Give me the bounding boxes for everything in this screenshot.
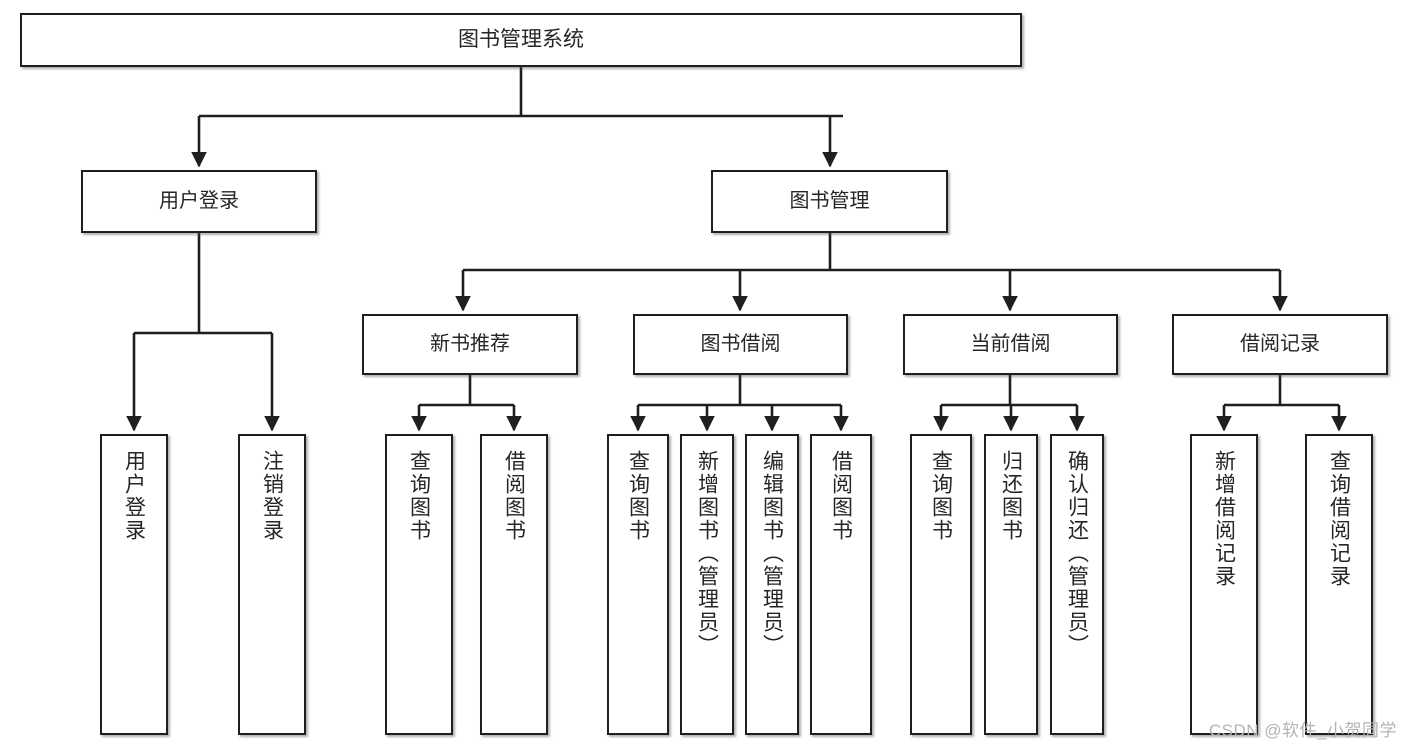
node-current-borrow[interactable]: 当前借阅 <box>903 314 1118 375</box>
node-label: 确认归还（管理员） <box>1065 450 1089 657</box>
node-label: 用户登录 <box>159 190 239 213</box>
node-label: 用户登录 <box>122 450 146 542</box>
node-leaf-query-book-2[interactable]: 查询图书 <box>607 434 669 735</box>
node-label: 借阅图书 <box>829 450 853 542</box>
node-label: 查询图书 <box>929 450 953 542</box>
node-label: 编辑图书（管理员） <box>760 450 784 657</box>
node-leaf-query-book-1[interactable]: 查询图书 <box>385 434 453 735</box>
node-user-login[interactable]: 用户登录 <box>81 170 317 233</box>
node-leaf-return-book[interactable]: 归还图书 <box>984 434 1038 735</box>
node-book-manage[interactable]: 图书管理 <box>711 170 948 233</box>
node-label: 借阅图书 <box>502 450 526 542</box>
node-label: 图书管理 <box>789 190 870 213</box>
node-root[interactable]: 图书管理系统 <box>20 13 1022 67</box>
node-label: 归还图书 <box>999 450 1023 542</box>
node-label: 新书推荐 <box>430 333 510 356</box>
node-label: 图书管理系统 <box>458 28 584 52</box>
node-label: 查询图书 <box>626 450 650 542</box>
node-leaf-add-record[interactable]: 新增借阅记录 <box>1190 434 1258 735</box>
node-leaf-logout[interactable]: 注销登录 <box>238 434 306 735</box>
node-label: 借阅记录 <box>1240 333 1320 356</box>
node-borrow-record[interactable]: 借阅记录 <box>1172 314 1388 375</box>
node-leaf-edit-book[interactable]: 编辑图书（管理员） <box>745 434 799 735</box>
node-label: 查询图书 <box>407 450 431 542</box>
node-label: 查询借阅记录 <box>1327 450 1351 588</box>
node-label: 新增图书（管理员） <box>695 450 719 657</box>
node-leaf-borrow-book-1[interactable]: 借阅图书 <box>480 434 548 735</box>
node-leaf-user-login[interactable]: 用户登录 <box>100 434 168 735</box>
node-new-book-recommend[interactable]: 新书推荐 <box>362 314 578 375</box>
node-leaf-borrow-book-2[interactable]: 借阅图书 <box>810 434 872 735</box>
watermark: CSDN @软件_小贺同学 <box>1208 721 1397 740</box>
node-leaf-query-book-3[interactable]: 查询图书 <box>910 434 972 735</box>
node-leaf-query-record[interactable]: 查询借阅记录 <box>1305 434 1373 735</box>
node-book-borrow[interactable]: 图书借阅 <box>633 314 848 375</box>
node-label: 图书借阅 <box>700 333 781 356</box>
node-leaf-confirm-return[interactable]: 确认归还（管理员） <box>1050 434 1104 735</box>
node-label: 当前借阅 <box>970 333 1051 356</box>
node-leaf-add-book[interactable]: 新增图书（管理员） <box>680 434 734 735</box>
node-label: 新增借阅记录 <box>1212 450 1236 588</box>
node-label: 注销登录 <box>260 450 284 542</box>
